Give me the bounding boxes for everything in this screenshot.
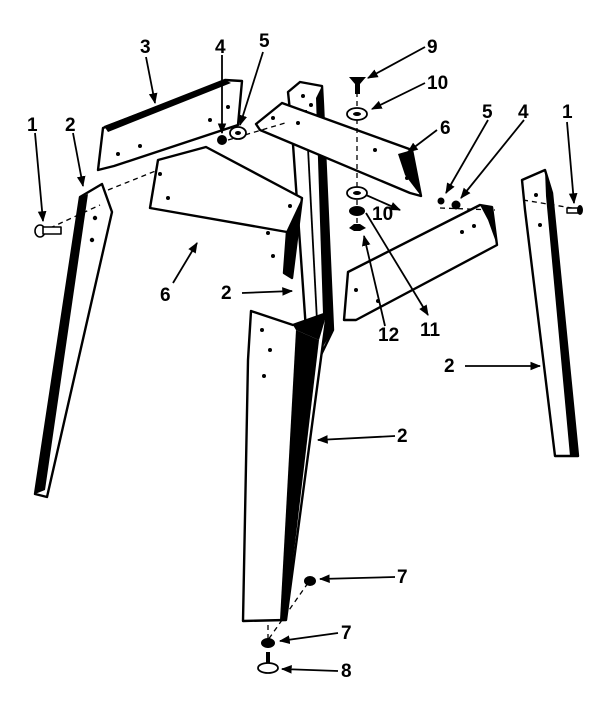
callout-3: 3	[140, 37, 151, 58]
callout-2-front-upper: 2	[221, 283, 232, 304]
callout-10-top: 10	[427, 73, 448, 94]
callout-5-left: 5	[259, 31, 270, 52]
callout-2-right: 2	[444, 356, 455, 377]
callout-9: 9	[427, 37, 438, 58]
callout-10-mid: 10	[372, 204, 393, 225]
leg-right	[520, 168, 580, 458]
hardware	[34, 77, 583, 674]
leg-left	[33, 182, 114, 499]
bolt-right-icon	[566, 205, 583, 215]
callout-labels: 1 2 3 4 5 6 2 2 7 7 8 9 10 6 10 11 12 5 …	[27, 31, 573, 682]
callout-1-right: 1	[562, 102, 573, 123]
apron-front-left	[148, 145, 304, 280]
wingnut-icon	[349, 224, 366, 231]
leg-front	[241, 309, 329, 623]
callout-8: 8	[341, 661, 352, 682]
foot-glide-icon	[257, 652, 279, 674]
washer-right-icon	[437, 197, 445, 205]
apron-back-left	[96, 78, 244, 172]
callout-6-right: 6	[440, 118, 451, 139]
callout-7-lower: 7	[341, 623, 352, 644]
apron-back-right	[254, 101, 423, 198]
washer-back-left-icon	[229, 126, 247, 140]
callout-4-right: 4	[518, 102, 529, 123]
callout-2-front: 2	[397, 426, 408, 447]
callout-11: 11	[420, 320, 441, 341]
foot-cap-lower-icon	[261, 638, 275, 648]
callout-1-left: 1	[27, 115, 38, 136]
nut-right-icon	[451, 200, 461, 210]
callout-12: 12	[378, 325, 399, 346]
callout-5-right: 5	[482, 102, 493, 123]
bolt-left-icon	[34, 224, 62, 238]
washer-mid-icon	[346, 186, 368, 200]
callout-4-left: 4	[215, 37, 226, 58]
callout-7-upper: 7	[397, 567, 408, 588]
nut-back-left-icon	[217, 135, 227, 145]
foot-cap-upper-icon	[304, 576, 316, 586]
callout-2-left: 2	[65, 115, 76, 136]
screw-top-icon	[349, 77, 366, 94]
lockwasher-icon	[349, 206, 365, 216]
washer-top-icon	[346, 107, 368, 121]
leader-arrows	[34, 46, 578, 674]
callout-6-left: 6	[160, 285, 171, 306]
